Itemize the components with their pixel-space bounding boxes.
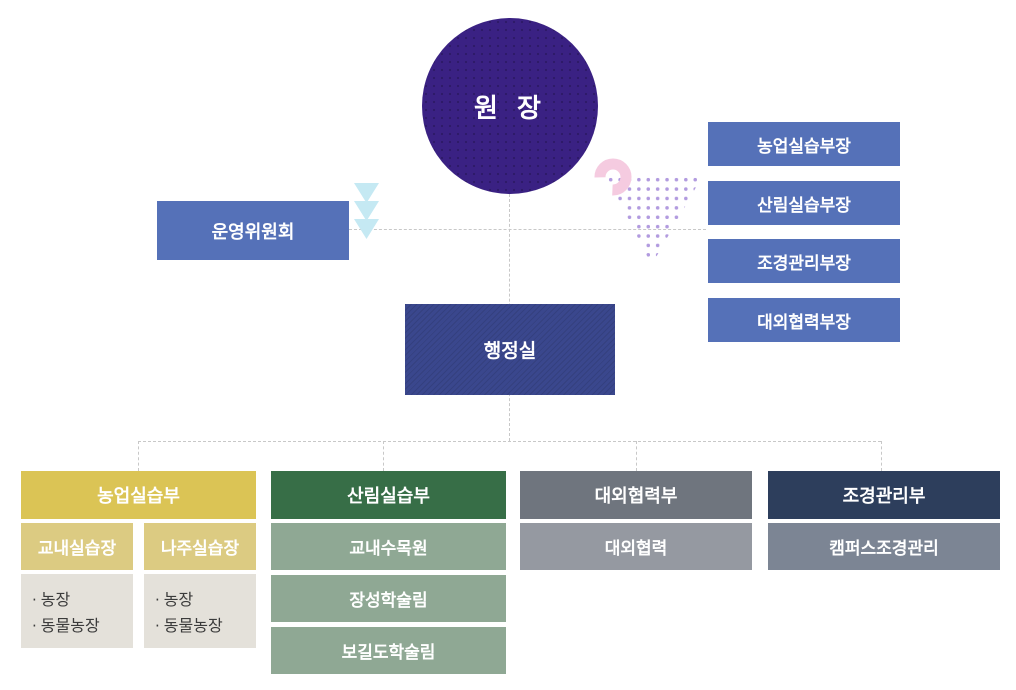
branch-node-naju-farm: 나주실습장	[144, 523, 256, 570]
connector-drop-dept-1	[138, 441, 139, 471]
chief-node-agriculture: 농업실습부장	[708, 122, 900, 166]
chief-node-external: 대외협력부장	[708, 298, 900, 342]
dept-header-landscape: 조경관리부	[768, 471, 1000, 519]
admin-office-label: 행정실	[483, 340, 537, 362]
bullet: ·	[155, 591, 160, 609]
connector-drop-dept-2	[383, 441, 384, 471]
dept-header-label: 산림실습부	[347, 486, 430, 507]
list-item: ·농장	[155, 587, 252, 613]
chief-node-landscape: 조경관리부장	[708, 239, 900, 283]
director-label: 원 장	[474, 93, 546, 124]
unit-label: 교내수목원	[349, 539, 428, 559]
branch-node-campus-farm: 교내실습장	[21, 523, 133, 570]
chief-label: 농업실습부장	[757, 136, 851, 157]
list-item-label: 동물농장	[40, 616, 100, 635]
committee-node: 운영위원회	[157, 201, 349, 260]
chief-label: 조경관리부장	[757, 253, 851, 274]
branch-items-box: ·농장 ·동물농장	[21, 574, 133, 648]
list-item-label: 농장	[40, 590, 71, 609]
list-item-label: 농장	[163, 590, 194, 609]
unit-node-jangseong-forest: 장성학술림	[271, 575, 506, 622]
chief-node-forest: 산림실습부장	[708, 181, 900, 225]
list-item-label: 동물농장	[163, 616, 223, 635]
dept-header-label: 농업실습부	[97, 486, 180, 507]
bullet: ·	[32, 617, 37, 635]
connector-drop-dept-3	[636, 441, 637, 471]
unit-label: 보길도학술림	[341, 643, 436, 663]
connector-committee-to-chiefs	[349, 229, 706, 230]
committee-label: 운영위원회	[211, 221, 295, 243]
cyan-arrow-decoration-2	[354, 201, 379, 221]
list-item: ·농장	[32, 587, 129, 613]
pink-ring-arc	[594, 158, 632, 196]
chief-label: 대외협력부장	[757, 312, 851, 333]
pink-ring-decoration	[594, 158, 632, 196]
unit-node-campus-arboretum: 교내수목원	[271, 523, 506, 570]
connector-drop-dept-4	[881, 441, 882, 471]
branch-label: 나주실습장	[160, 539, 240, 559]
branch-items-box: ·농장 ·동물농장	[144, 574, 256, 648]
dept-header-agriculture: 농업실습부	[21, 471, 256, 519]
dept-header-label: 조경관리부	[842, 486, 926, 507]
bullet: ·	[155, 617, 160, 635]
director-node: 원 장	[422, 18, 598, 194]
dept-header-label: 대외협력부	[594, 486, 678, 507]
dept-header-external: 대외협력부	[520, 471, 752, 519]
unit-node-external-cooperation: 대외협력	[520, 523, 752, 570]
unit-label: 캠퍼스조경관리	[829, 539, 939, 559]
admin-office-node: 행정실	[405, 304, 615, 395]
bullet: ·	[32, 591, 37, 609]
dept-header-forest: 산림실습부	[271, 471, 506, 519]
branch-label: 교내실습장	[37, 539, 117, 559]
unit-node-bogildo-forest: 보길도학술림	[271, 627, 506, 674]
connector-bottom-horizontal	[138, 441, 881, 442]
chief-label: 산림실습부장	[757, 195, 851, 216]
unit-label: 대외협력	[604, 539, 668, 559]
unit-node-campus-landscape: 캠퍼스조경관리	[768, 523, 1000, 570]
list-item: ·동물농장	[32, 613, 129, 639]
cyan-arrow-decoration-1	[354, 183, 379, 203]
list-item: ·동물농장	[155, 613, 252, 639]
unit-label: 장성학술림	[349, 591, 428, 611]
